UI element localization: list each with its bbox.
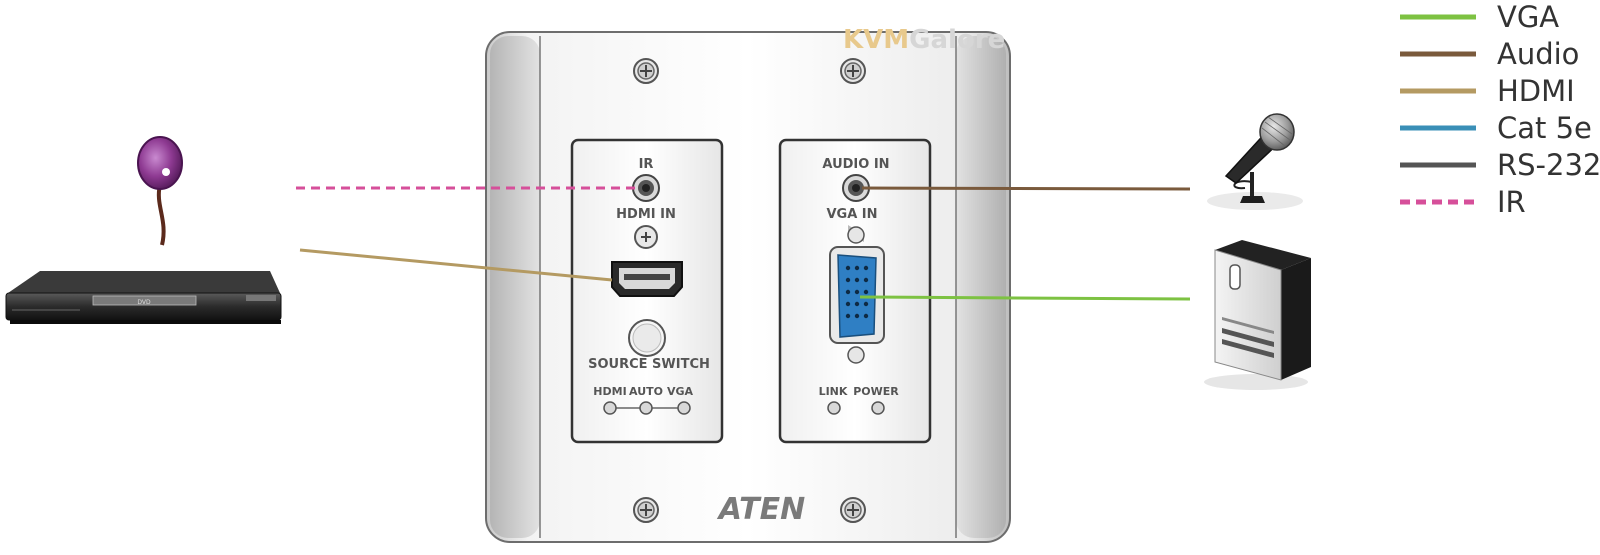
- audio-in-port[interactable]: [842, 174, 870, 202]
- legend-item-cat-5e: Cat 5e: [1400, 111, 1592, 145]
- vga-cable: [859, 295, 1191, 301]
- legend-label-rs-232: RS-232: [1497, 148, 1600, 182]
- audio-in-label: AUDIO IN: [822, 157, 889, 172]
- vga-in-label: VGA IN: [826, 207, 877, 222]
- ir-label: IR: [639, 157, 654, 172]
- led-power: [871, 401, 885, 415]
- hdmi-in-port[interactable]: [611, 261, 683, 297]
- led-link: [827, 401, 841, 415]
- led-hdmi: [603, 401, 617, 415]
- legend-label-vga: VGA: [1497, 0, 1559, 34]
- legend-label-cat-5e: Cat 5e: [1497, 111, 1592, 145]
- legend-label-ir: IR: [1497, 185, 1526, 219]
- screw-icon: [634, 225, 658, 249]
- screw-icon: [633, 58, 659, 84]
- hdmi-in-label: HDMI IN: [616, 207, 676, 222]
- led-auto: [639, 401, 653, 415]
- legend-item-vga: VGA: [1400, 0, 1559, 34]
- led-label-link: LINK: [819, 385, 848, 398]
- legend-item-audio: Audio: [1400, 37, 1579, 71]
- plate-right-edge: [956, 36, 1006, 538]
- aten-logo: ATEN: [717, 492, 805, 527]
- legend-item-ir: IR: [1400, 185, 1526, 219]
- vga-in-port[interactable]: [829, 225, 885, 364]
- source-switch-button[interactable]: [628, 319, 666, 357]
- led-label-power: POWER: [853, 385, 899, 398]
- legend-label-audio: Audio: [1497, 37, 1579, 71]
- computer-icon: [1204, 240, 1311, 390]
- legend-item-hdmi: HDMI: [1400, 74, 1575, 108]
- source-switch-label: SOURCE SWITCH: [588, 357, 710, 372]
- screw-icon: [840, 58, 866, 84]
- screw-icon: [840, 497, 866, 523]
- screw-icon: [633, 497, 659, 523]
- wall-plate: [485, 31, 1011, 543]
- watermark: KVMGalore: [843, 25, 1005, 55]
- legend-label-hdmi: HDMI: [1497, 74, 1575, 108]
- ir-receiver-icon: [137, 136, 183, 246]
- audio-cable: [861, 186, 1191, 191]
- led-vga: [677, 401, 691, 415]
- led-label-hdmi: HDMI: [593, 385, 626, 398]
- microphone-icon: [1207, 113, 1303, 210]
- right-module: AUDIO IN VGA IN LINK POWER: [778, 138, 932, 444]
- hdmi-cable: [299, 248, 613, 282]
- led-label-auto: AUTO: [629, 385, 663, 398]
- dvd-panel-label: DVD: [137, 299, 151, 306]
- plate-left-edge: [490, 36, 540, 538]
- ir-port[interactable]: [632, 174, 660, 202]
- led-label-vga: VGA: [667, 385, 694, 398]
- left-module: IR HDMI IN SOURCE SWITCH HDMI AUTO VGA: [570, 138, 724, 444]
- legend-item-rs-232: RS-232: [1400, 148, 1600, 182]
- dvd-player-icon: DVD: [5, 271, 282, 324]
